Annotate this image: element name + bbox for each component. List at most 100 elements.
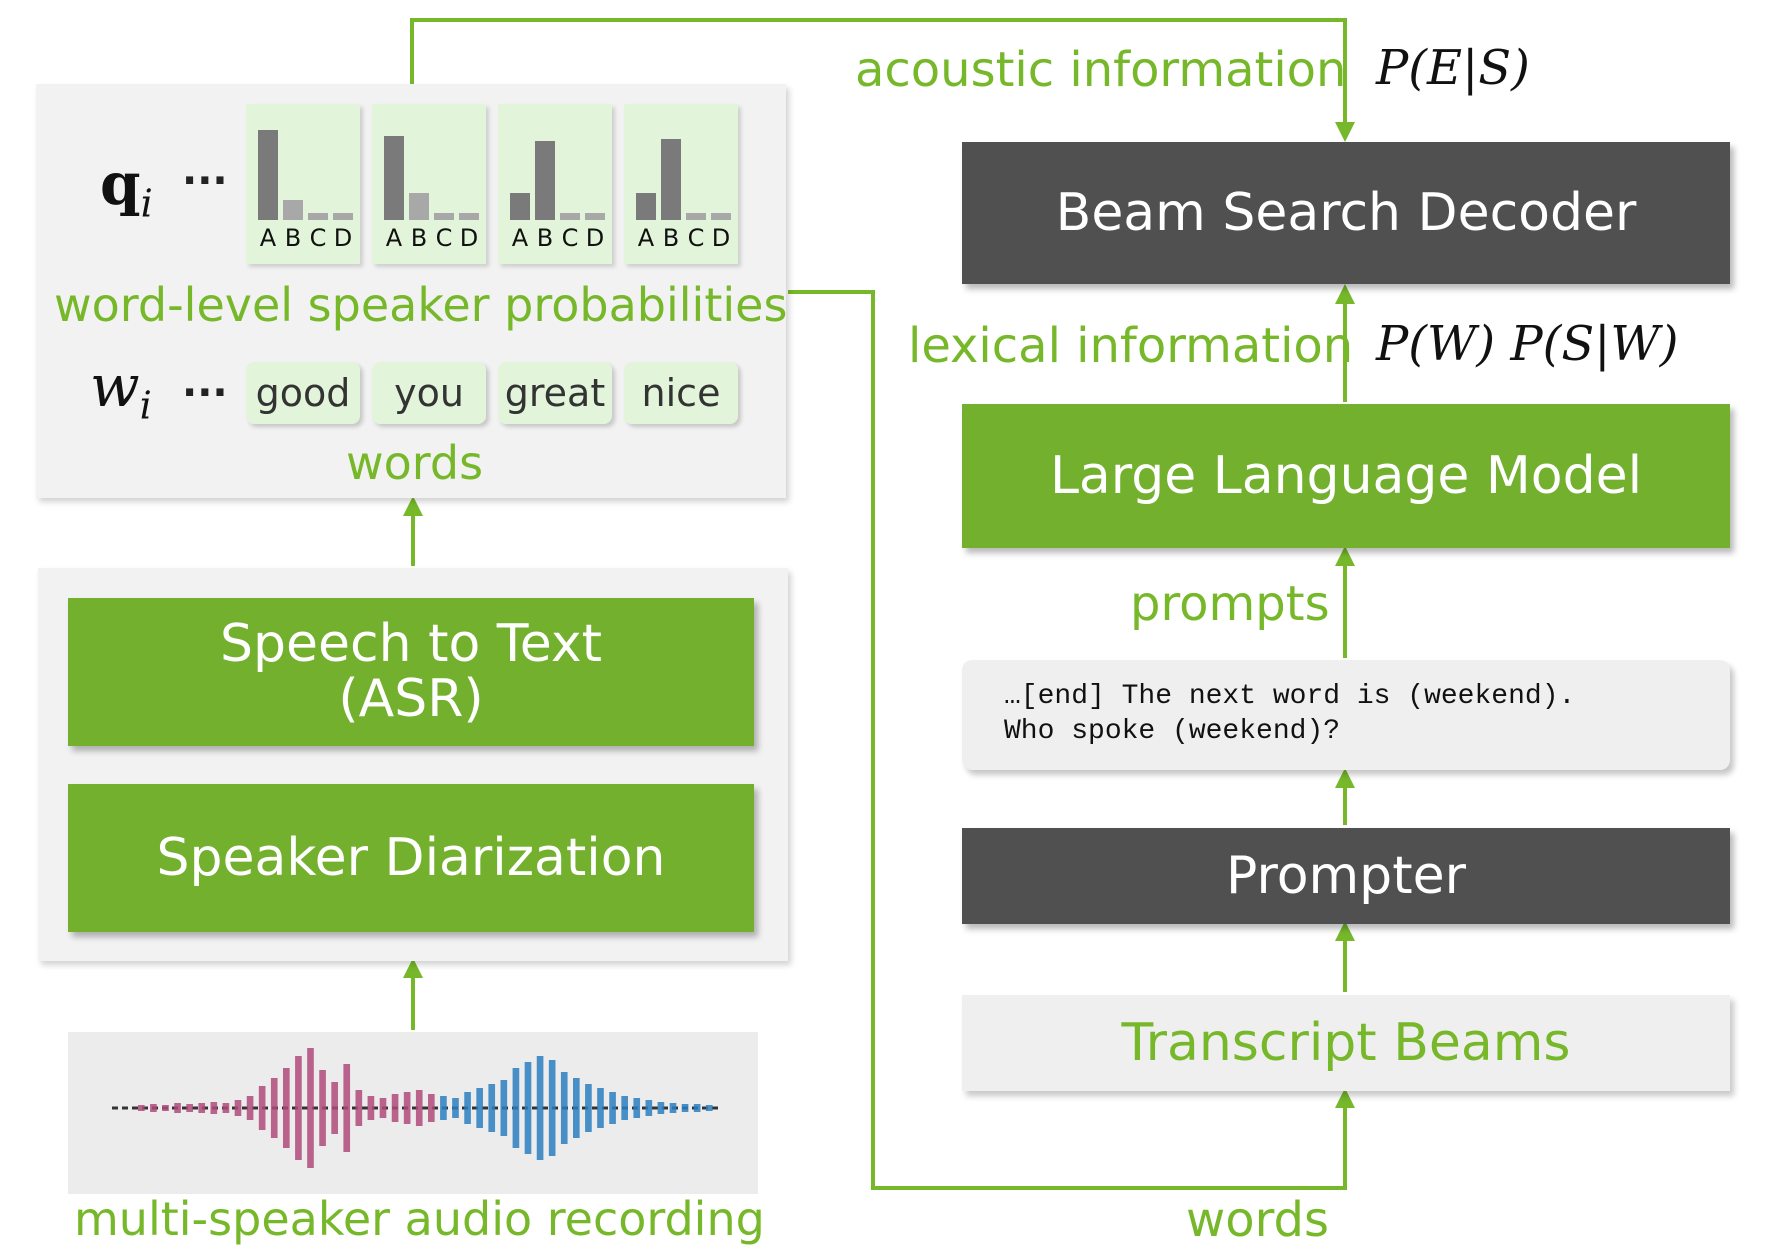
words-label-right: words xyxy=(1186,1192,1329,1248)
word-chip-3: great xyxy=(498,362,612,424)
transcript-beams-box: Transcript Beams xyxy=(962,995,1730,1091)
wave-bar xyxy=(693,1104,701,1112)
wave-bar xyxy=(669,1103,677,1113)
wave-bar xyxy=(657,1102,665,1114)
wave-bar xyxy=(681,1104,689,1112)
acoustic-label: acoustic information xyxy=(855,42,1347,98)
wave-bar xyxy=(645,1100,653,1116)
asr-line2: (ASR) xyxy=(338,669,484,729)
wave-bar xyxy=(150,1104,157,1112)
prob-bar-4-C xyxy=(686,213,706,220)
wave-bar xyxy=(609,1092,616,1124)
prob-letter-3-C: C xyxy=(561,224,579,252)
asr-line1: Speech to Text xyxy=(220,614,602,675)
wave-bar xyxy=(403,1092,411,1124)
prob-bar-1-B xyxy=(283,199,303,220)
wave-bar xyxy=(198,1103,206,1113)
acoustic-formula: P(E|S) xyxy=(1376,40,1530,96)
word-chip-2: you xyxy=(372,362,486,424)
wave-bar xyxy=(633,1098,641,1118)
wave-bar xyxy=(246,1096,254,1120)
wave-bar xyxy=(524,1062,532,1154)
wave-bar xyxy=(295,1056,302,1160)
wave-bar xyxy=(476,1088,483,1128)
wave-bar xyxy=(548,1060,556,1156)
wave-bar xyxy=(174,1103,181,1113)
wave-bar xyxy=(138,1105,145,1111)
wave-bar xyxy=(234,1100,242,1116)
beam-search-box: Beam Search Decoder xyxy=(962,142,1730,284)
prob-bar-1-C xyxy=(308,213,328,220)
wave-bar xyxy=(258,1086,266,1130)
wave-bar xyxy=(440,1096,447,1120)
prob-letter-4-D: D xyxy=(711,224,731,252)
word-chip-4: nice xyxy=(624,362,738,424)
wave-bar xyxy=(705,1105,713,1111)
w-subscript: i xyxy=(139,383,152,428)
w-ellipsis: ··· xyxy=(182,370,228,416)
wave-bar xyxy=(452,1098,459,1118)
prob-bar-2-D xyxy=(459,213,479,220)
wave-bar xyxy=(186,1104,193,1112)
wave-bar xyxy=(621,1096,628,1120)
speaker-prob-label: word-level speaker probabilities xyxy=(54,278,788,332)
prob-letter-2-C: C xyxy=(435,224,453,252)
lexical-label: lexical information xyxy=(908,318,1354,374)
prompter-box: Prompter xyxy=(962,828,1730,924)
waveform xyxy=(112,1048,718,1168)
acoustic-connector xyxy=(410,18,1355,142)
w-letter: w xyxy=(90,352,140,420)
q-letter: q xyxy=(100,150,141,218)
prob-letter-1-C: C xyxy=(309,224,327,252)
prob-bar-4-B xyxy=(661,139,681,220)
wave-bar xyxy=(319,1070,326,1146)
prob-letter-1-D: D xyxy=(333,224,353,252)
wave-bar xyxy=(355,1090,363,1126)
wave-bar xyxy=(331,1082,338,1134)
prob-bar-2-B xyxy=(409,193,429,220)
prob-letter-2-B: B xyxy=(410,224,428,252)
wave-bar xyxy=(512,1068,520,1148)
audio-panel xyxy=(68,1032,758,1194)
prob-letter-4-C: C xyxy=(687,224,705,252)
llm-box: Large Language Model xyxy=(962,404,1730,548)
wave-bar xyxy=(162,1105,169,1111)
prob-bar-3-D xyxy=(585,213,605,220)
prob-bar-1-A xyxy=(258,130,278,220)
wave-bar xyxy=(585,1084,592,1132)
wave-bar xyxy=(222,1103,230,1113)
wave-bar xyxy=(573,1078,580,1138)
wave-bar xyxy=(428,1094,435,1122)
prob-bar-3-C xyxy=(560,213,580,220)
wave-bar xyxy=(367,1096,375,1120)
word-chip-1: good xyxy=(246,362,360,424)
prob-bar-3-A xyxy=(510,193,530,220)
prob-letter-1-A: A xyxy=(259,224,277,252)
audio-label: multi-speaker audio recording xyxy=(74,1192,765,1246)
wave-bar xyxy=(500,1080,508,1136)
q-symbol: qi xyxy=(100,150,153,226)
prob-letter-3-B: B xyxy=(536,224,554,252)
words-label-left: words xyxy=(346,436,484,490)
prompt-line2: Who spoke (weekend)? xyxy=(1004,716,1341,747)
wave-bar xyxy=(560,1072,568,1144)
prob-bar-2-A xyxy=(384,135,404,220)
prob-letter-4-B: B xyxy=(662,224,680,252)
wave-bar xyxy=(464,1092,471,1124)
wave-bar xyxy=(488,1084,496,1132)
wave-bar xyxy=(379,1098,387,1118)
prompt-line1: …[end] The next word is (weekend). xyxy=(1004,681,1576,712)
wave-bar xyxy=(210,1102,218,1114)
prob-letter-2-A: A xyxy=(385,224,403,252)
wave-bar xyxy=(391,1094,399,1122)
wave-bar xyxy=(270,1078,278,1138)
prob-bar-1-D xyxy=(333,213,353,220)
wave-bar xyxy=(536,1056,544,1160)
wave-bar xyxy=(415,1090,423,1126)
wave-bar xyxy=(307,1048,314,1168)
q-ellipsis: ··· xyxy=(182,158,228,204)
